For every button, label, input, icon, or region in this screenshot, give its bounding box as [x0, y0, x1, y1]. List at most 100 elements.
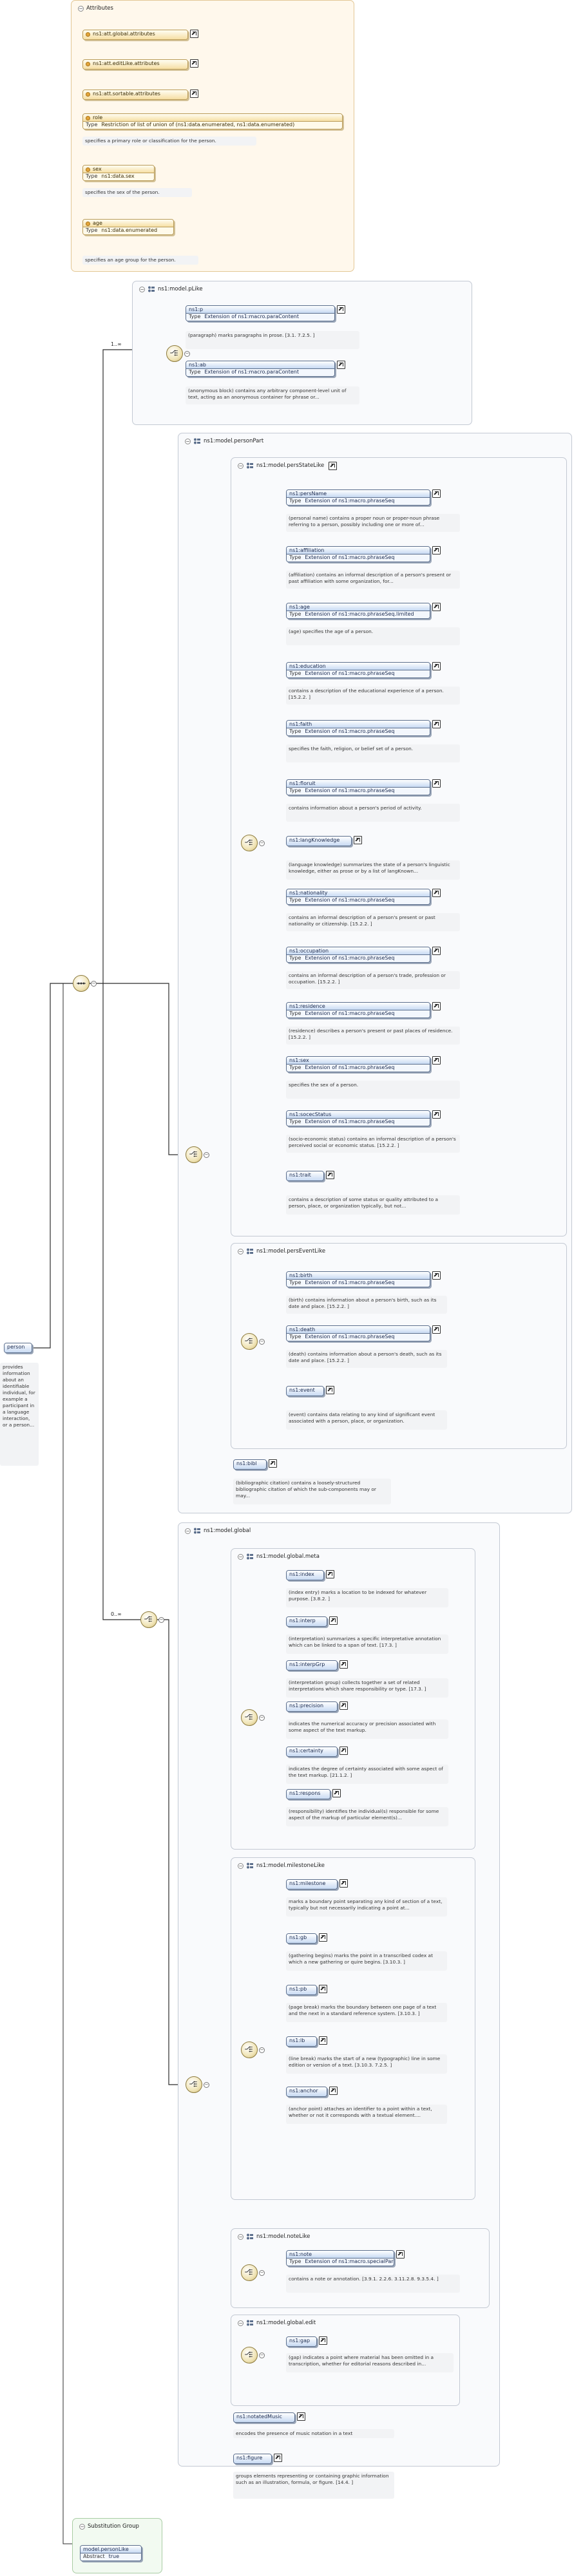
element-box[interactable]: ns1:interpGrp — [286, 1660, 349, 1671]
reference-arrow-icon[interactable] — [339, 1701, 349, 1710]
element-box[interactable]: ns1:milestone — [286, 1879, 349, 1889]
expand-icon[interactable]: − — [259, 2270, 265, 2276]
expand-icon[interactable]: − — [259, 1339, 265, 1345]
group-header[interactable]: − Substitution Group — [79, 2521, 139, 2532]
reference-arrow-icon[interactable] — [432, 947, 441, 955]
reference-arrow-icon[interactable] — [319, 2036, 327, 2045]
reference-arrow-icon[interactable] — [319, 1933, 327, 1942]
group-header[interactable]: − ns1:model.global.edit — [238, 2318, 316, 2328]
reference-arrow-icon[interactable] — [329, 1616, 338, 1625]
expand-icon[interactable]: − — [259, 1715, 265, 1721]
element-box[interactable]: ns1:event — [286, 1386, 334, 1396]
reference-arrow-icon[interactable] — [269, 1459, 277, 1468]
element-box[interactable]: ns1:precision — [286, 1701, 349, 1712]
reference-arrow-icon[interactable] — [190, 59, 198, 68]
reference-arrow-icon[interactable] — [432, 1325, 441, 1334]
reference-arrow-icon[interactable] — [337, 305, 345, 314]
element-box[interactable]: ns1:lb — [286, 2036, 327, 2047]
choice-compositor[interactable]: − — [241, 1333, 265, 1350]
reference-arrow-icon[interactable] — [319, 1985, 327, 1993]
collapse-icon[interactable]: − — [238, 2233, 244, 2240]
reference-arrow-icon[interactable] — [432, 546, 441, 554]
group-header[interactable]: − ns1:model.milestoneLike — [238, 1861, 325, 1871]
expand-icon[interactable]: − — [91, 981, 97, 987]
attribute-group-ref[interactable]: ns1:att.editLike.attributes — [82, 59, 198, 70]
expand-icon[interactable]: − — [259, 840, 265, 846]
element-box[interactable]: ns1:index — [286, 1570, 334, 1580]
reference-arrow-icon[interactable] — [339, 1879, 349, 1888]
reference-arrow-icon[interactable] — [432, 1110, 441, 1119]
element-box[interactable]: ns1:respons — [286, 1789, 341, 1799]
reference-arrow-icon[interactable] — [274, 2454, 282, 2462]
choice-compositor[interactable]: − — [186, 1146, 209, 1163]
element-bibl[interactable]: ns1:bibl — [233, 1459, 277, 1470]
choice-compositor-global[interactable]: − — [140, 1611, 164, 1628]
choice-compositor[interactable]: − — [186, 2076, 209, 2093]
element-box[interactable]: ns1:langKnowledge — [286, 836, 362, 846]
expand-icon[interactable]: − — [184, 351, 190, 357]
collapse-icon[interactable]: − — [79, 2523, 85, 2530]
collapse-icon[interactable]: − — [238, 1248, 244, 1255]
collapse-icon[interactable]: − — [238, 462, 244, 469]
reference-arrow-icon[interactable] — [329, 2087, 338, 2095]
element-box[interactable]: ns1:certainty — [286, 1747, 349, 1757]
expand-icon[interactable]: − — [204, 1152, 209, 1158]
reference-arrow-icon[interactable] — [337, 361, 345, 369]
collapse-icon[interactable]: − — [139, 286, 145, 292]
attribute-group-ref[interactable]: ns1:att.global.attributes — [82, 30, 198, 40]
expand-icon[interactable]: − — [204, 2082, 209, 2088]
reference-arrow-icon[interactable] — [329, 461, 338, 470]
collapse-icon[interactable]: − — [238, 1553, 244, 1560]
collapse-icon[interactable]: − — [78, 5, 84, 12]
group-header[interactable]: − ns1:model.personPart — [185, 436, 263, 446]
choice-compositor[interactable]: − — [241, 2264, 265, 2281]
element-box[interactable]: ns1:interp — [286, 1616, 338, 1627]
reference-arrow-icon[interactable] — [325, 1386, 334, 1394]
reference-arrow-icon[interactable] — [432, 1271, 441, 1280]
element-box[interactable]: ns1:gap — [286, 2336, 327, 2347]
reference-arrow-icon[interactable] — [432, 662, 441, 670]
element-notatedMusic[interactable]: ns1:notatedMusic — [233, 2412, 305, 2423]
collapse-icon[interactable]: − — [238, 2320, 244, 2326]
group-header[interactable]: − ns1:model.persEventLike — [238, 1246, 325, 1256]
reference-arrow-icon[interactable] — [297, 2412, 305, 2421]
group-header[interactable]: − ns1:model.persStateLike — [238, 460, 338, 471]
choice-compositor[interactable]: − — [241, 2347, 265, 2363]
reference-arrow-icon[interactable] — [432, 603, 441, 611]
collapse-icon[interactable]: − — [185, 438, 191, 444]
choice-compositor[interactable]: − — [241, 2041, 265, 2058]
collapse-icon[interactable]: − — [185, 1528, 191, 1534]
sequence-compositor[interactable]: − — [73, 975, 97, 992]
expand-icon[interactable]: − — [259, 2047, 265, 2053]
reference-arrow-icon[interactable] — [339, 1747, 349, 1755]
reference-arrow-icon[interactable] — [432, 779, 441, 788]
element-figure[interactable]: ns1:figure — [233, 2454, 282, 2464]
reference-arrow-icon[interactable] — [353, 836, 362, 844]
reference-arrow-icon[interactable] — [432, 1002, 441, 1010]
reference-arrow-icon[interactable] — [190, 90, 198, 98]
reference-arrow-icon[interactable] — [332, 1789, 341, 1797]
reference-arrow-icon[interactable] — [319, 2336, 327, 2345]
root-element-person[interactable]: person — [4, 1343, 32, 1353]
group-header[interactable]: − ns1:model.global — [185, 1526, 251, 1536]
reference-arrow-icon[interactable] — [325, 1171, 334, 1179]
reference-arrow-icon[interactable] — [339, 1660, 349, 1669]
attributes-header[interactable]: − Attributes — [78, 3, 113, 14]
reference-arrow-icon[interactable] — [432, 1056, 441, 1065]
group-header[interactable]: − ns1:model.noteLike — [238, 2231, 310, 2242]
reference-arrow-icon[interactable] — [396, 2250, 405, 2259]
expand-icon[interactable]: − — [158, 1617, 164, 1623]
